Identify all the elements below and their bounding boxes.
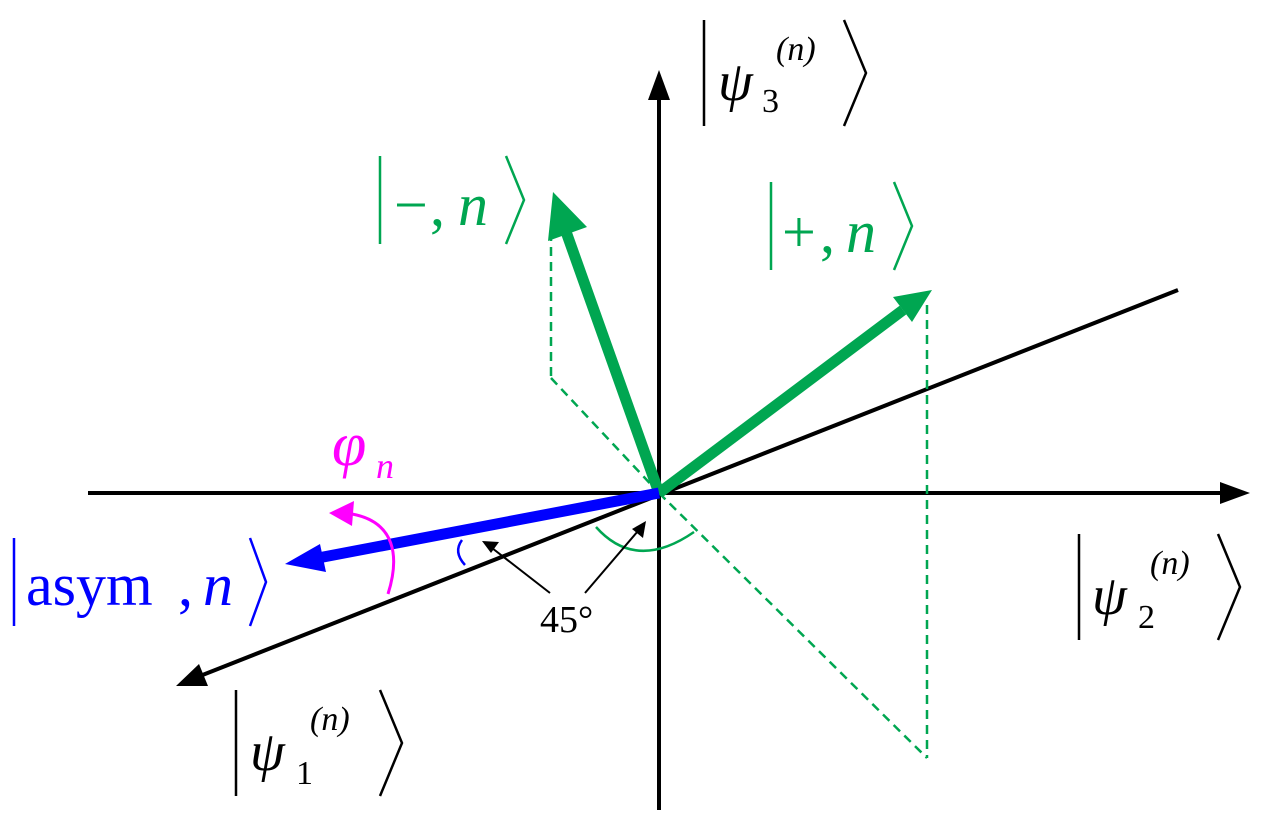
psi2-subscript: 2 [1138,599,1155,636]
psi2-symbol: ψ [1092,565,1128,627]
ket-angle [248,537,268,627]
plus-state-diagonal-dash [658,492,928,759]
projection-guides [549,232,929,759]
psi1-superscript: (n) [310,701,350,738]
asym-separator: , [178,552,193,618]
left-angle-pointer-head [482,541,499,553]
angle-45-label: 45° [540,599,593,641]
ket-angle [842,19,868,127]
plus-state-vector [655,290,932,498]
blue-45-degree-arc [456,539,466,566]
psi3-subscript: 3 [762,83,779,120]
right-angle-pointer-head [632,521,646,538]
psi3-symbol: ψ [718,51,754,113]
right-angle-pointer [584,530,639,594]
phase-rotation-arrowhead [329,501,354,526]
asym-state-arrowhead [285,544,326,572]
minus-state-diagonal-dash [550,377,660,494]
minus-sign: − [394,172,428,238]
phase-subscript: n [376,446,394,486]
coordinate-axes [88,70,1250,810]
minus-state-label: − , n [378,155,526,245]
psi3-superscript: (n) [776,31,816,68]
ket-angle [504,155,526,245]
psi2-ket-label: ψ (n) 2 [1077,533,1242,641]
ket-angle [892,181,914,271]
asym-state-label: asym , n [12,537,268,627]
left-angle-pointer [491,547,551,594]
angle-pointers [482,521,646,594]
phase-label: φ n [332,411,394,486]
psi3-axis-arrowhead [648,70,670,100]
psi1-axis [199,288,1179,678]
minus-state-arrowhead [548,192,587,241]
plus-index: n [846,199,876,265]
plus-sign: + [782,199,816,265]
minus-index: n [458,172,488,238]
psi1-ket-label: ψ (n) 1 [234,689,404,797]
plus-state-label: + , n [769,181,914,271]
minus-state-vector [548,192,665,495]
psi1-symbol: ψ [250,721,286,783]
psi2-superscript: (n) [1150,545,1190,582]
asym-state-vector [285,487,661,572]
ket-angle [1216,533,1242,641]
green-45-degree-arc [595,526,695,553]
psi1-subscript: 1 [296,755,313,792]
minus-separator: , [430,172,445,238]
psi1-axis-arrowhead [176,664,208,686]
plus-separator: , [820,199,835,265]
asym-word: asym [26,552,153,618]
plus-state-arrowhead [893,290,932,322]
phase-rotation-arrow [329,501,396,595]
ket-angle [378,689,404,797]
psi3-ket-label: ψ (n) 3 [702,19,868,127]
phase-symbol: φ [332,411,366,479]
psi2-axis-arrowhead [1220,482,1250,504]
asym-index: n [203,552,233,618]
